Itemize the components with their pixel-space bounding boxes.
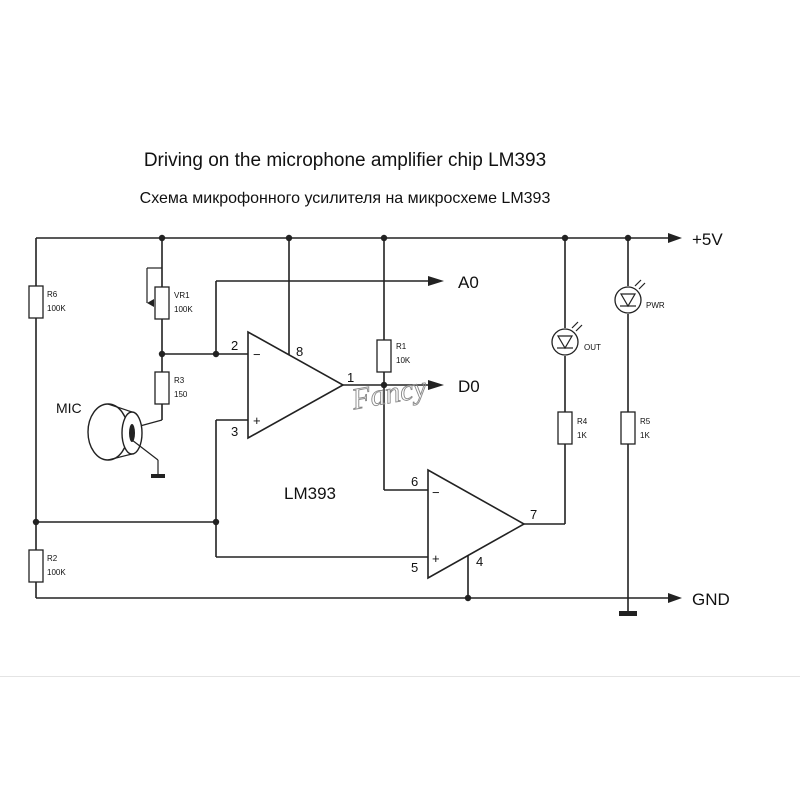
- vr1-ref: VR1: [174, 291, 190, 300]
- r3-ref: R3: [174, 376, 185, 385]
- mic-label: MIC: [56, 400, 82, 416]
- pin-7-label: 7: [530, 507, 537, 522]
- pwr-led-label: PWR: [646, 301, 665, 310]
- pin-3-label: 3: [231, 424, 238, 439]
- junction-pwr-led-top: [624, 234, 632, 242]
- a0-label: A0: [458, 273, 479, 292]
- junction-u2-gnd: [464, 594, 472, 602]
- pin-1-label: 1: [347, 370, 354, 385]
- comparator-2: [427, 444, 566, 598]
- watermark-logo: Fancy: [348, 371, 429, 417]
- r3-value: 150: [174, 390, 188, 399]
- r4-ref: R4: [577, 417, 588, 426]
- resistor-r1: [376, 339, 392, 373]
- pin-5-label: 5: [411, 560, 418, 575]
- microphone-icon: [87, 403, 165, 478]
- r6-value: 100K: [47, 304, 66, 313]
- r5-value: 1K: [640, 431, 650, 440]
- r1-value: 10K: [396, 356, 411, 365]
- resistor-r5: [620, 411, 636, 445]
- r1-wires: [383, 238, 428, 491]
- left-divider-wires: [35, 238, 428, 598]
- diagram-subtitle: Схема микрофонного усилителя на микросхе…: [140, 190, 551, 207]
- pin-8-label: 8: [296, 344, 303, 359]
- r4-value: 1K: [577, 431, 587, 440]
- junction-divider-right: [212, 518, 220, 526]
- junction-vr1-top: [158, 234, 166, 242]
- pwr-led-icon: [614, 279, 646, 314]
- mic-branch-wires: [139, 238, 248, 427]
- r2-value: 100K: [47, 568, 66, 577]
- r2-ref: R2: [47, 554, 58, 563]
- chip-label: LM393: [284, 484, 336, 503]
- bottom-divider: [0, 676, 800, 677]
- vcc-rail: [36, 233, 682, 243]
- gnd-rail: [36, 593, 682, 616]
- pin-4-label: 4: [476, 554, 483, 569]
- junction-d0: [380, 381, 388, 389]
- diagram-title: Driving on the microphone amplifier chip…: [144, 150, 546, 171]
- junction-u1-vcc: [285, 234, 293, 242]
- r6-ref: R6: [47, 290, 58, 299]
- d0-label: D0: [458, 377, 480, 396]
- out-led-label: OUT: [584, 343, 601, 352]
- vcc-label: +5V: [692, 230, 723, 249]
- resistor-r4: [557, 411, 573, 445]
- out-led-icon: [551, 321, 583, 356]
- u1-plus-sign: +: [253, 413, 261, 428]
- junction-mic-node: [158, 350, 166, 358]
- u1-minus-sign: −: [253, 347, 261, 362]
- resistor-r3: [154, 371, 170, 405]
- gnd-label: GND: [692, 590, 730, 609]
- u2-plus-sign: +: [432, 551, 440, 566]
- u2-minus-sign: −: [432, 485, 440, 500]
- resistor-r2: [28, 549, 44, 583]
- comparator-1: [247, 238, 444, 440]
- pin-6-label: 6: [411, 474, 418, 489]
- r1-ref: R1: [396, 342, 407, 351]
- junction-r1-top: [380, 234, 388, 242]
- junction-out-led-top: [561, 234, 569, 242]
- pin-2-label: 2: [231, 338, 238, 353]
- vr1-value: 100K: [174, 305, 193, 314]
- a0-output-wire: [215, 276, 444, 354]
- potentiometer-vr1[interactable]: [154, 286, 170, 320]
- resistor-r6: [28, 285, 44, 319]
- junction-divider: [32, 518, 40, 526]
- r5-ref: R5: [640, 417, 651, 426]
